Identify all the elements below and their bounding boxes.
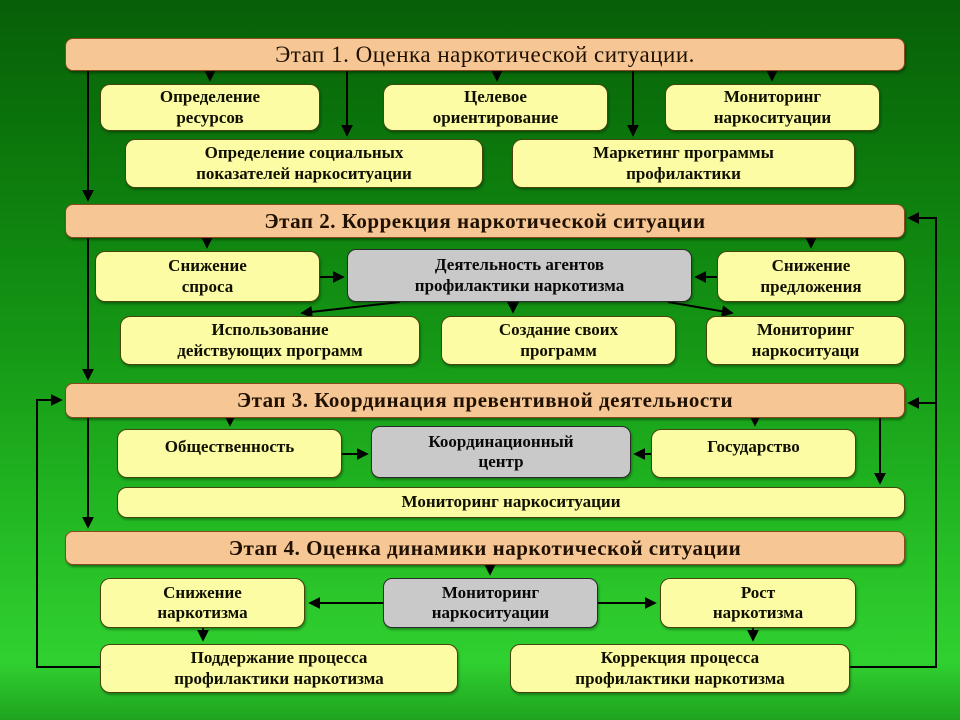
stage1-bar: Этап 1. Оценка наркотической ситуации. bbox=[65, 38, 905, 71]
box-agents-activity: Деятельность агентов профилактики наркот… bbox=[347, 249, 692, 302]
box-monitoring-s1: Мониторинг наркоситуации bbox=[665, 84, 880, 131]
box-own-programs: Создание своих программ bbox=[441, 316, 676, 365]
box-monitoring-s4: Мониторинг наркоситуации bbox=[383, 578, 598, 628]
box-state: Государство bbox=[651, 429, 856, 478]
box-supply-reduction: Снижение предложения bbox=[717, 251, 905, 302]
box-coordination-center: Координационный центр bbox=[371, 426, 631, 478]
box-growth: Рост наркотизма bbox=[660, 578, 856, 628]
box-marketing: Маркетинг программы профилактики bbox=[512, 139, 855, 188]
stage4-bar: Этап 4. Оценка динамики наркотической си… bbox=[65, 531, 905, 565]
box-existing-programs: Использование действующих программ bbox=[120, 316, 420, 365]
stage2-bar: Этап 2. Коррекция наркотической ситуации bbox=[65, 204, 905, 238]
box-maintain-process: Поддержание процесса профилактики наркот… bbox=[100, 644, 458, 693]
box-monitoring-wide: Мониторинг наркоситуации bbox=[117, 487, 905, 518]
box-social-indicators: Определение социальных показателей нарко… bbox=[125, 139, 483, 188]
stage3-title: Этап 3. Координация превентивной деятель… bbox=[236, 388, 734, 412]
box-demand-reduction: Снижение спроса bbox=[95, 251, 320, 302]
box-define-resources: Определение ресурсов bbox=[100, 84, 320, 131]
stage3-bar: Этап 3. Координация превентивной деятель… bbox=[65, 383, 905, 418]
box-monitoring-s2: Мониторинг наркоситуаци bbox=[706, 316, 905, 365]
stage1-title: Этап 1. Оценка наркотической ситуации. bbox=[275, 41, 695, 67]
stage4-title: Этап 4. Оценка динамики наркотической си… bbox=[228, 535, 742, 560]
stage2-title: Этап 2. Коррекция наркотической ситуации bbox=[264, 208, 706, 233]
box-targeting: Целевое ориентирование bbox=[383, 84, 608, 131]
box-correct-process: Коррекция процесса профилактики наркотиз… bbox=[510, 644, 850, 693]
box-decline: Снижение наркотизма bbox=[100, 578, 305, 628]
box-public: Общественность bbox=[117, 429, 342, 478]
